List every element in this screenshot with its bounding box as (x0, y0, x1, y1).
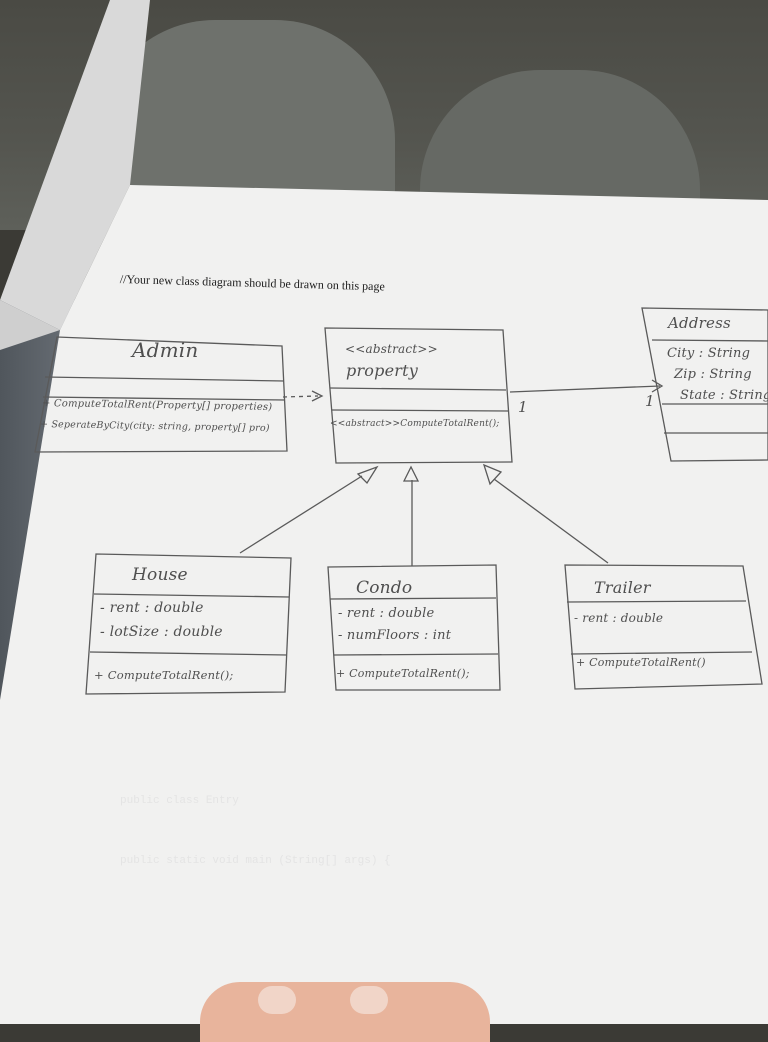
address-class-name: Address (668, 314, 731, 332)
condo-class-name: Condo (356, 578, 413, 598)
trailer-class-name: Trailer (594, 578, 651, 597)
house-attribute: - lotSize : double (100, 624, 223, 640)
condo-attribute: - numFloors : int (338, 628, 452, 643)
condo-method: + ComputeTotalRent(); (336, 667, 470, 680)
address-attribute: State : String (680, 388, 768, 403)
trailer-method: + ComputeTotalRent() (576, 656, 706, 669)
admin-class-name: Admin (132, 338, 199, 362)
bleed-through-text: public static void main (String[] args) … (120, 855, 391, 867)
house-attribute: - rent : double (100, 600, 204, 616)
fingernail (258, 986, 296, 1014)
fingernail (350, 986, 388, 1014)
property-stereotype: <<abstract>> (345, 342, 438, 356)
association-multiplicity-source: 1 (518, 398, 528, 416)
address-attribute: Zip : String (674, 367, 752, 382)
bleed-through-text: public class Entry (120, 795, 239, 807)
address-attribute: City : String (667, 346, 751, 361)
property-class-name: property (346, 361, 418, 380)
finger-hand (200, 982, 490, 1042)
trailer-attribute: - rent : double (574, 611, 664, 625)
house-class-name: House (132, 565, 188, 585)
association-multiplicity-target: 1 (645, 392, 655, 410)
condo-attribute: - rent : double (338, 606, 435, 621)
property-method: <<abstract>>ComputeTotalRent(); (330, 419, 500, 429)
house-method: + ComputeTotalRent(); (94, 668, 234, 682)
